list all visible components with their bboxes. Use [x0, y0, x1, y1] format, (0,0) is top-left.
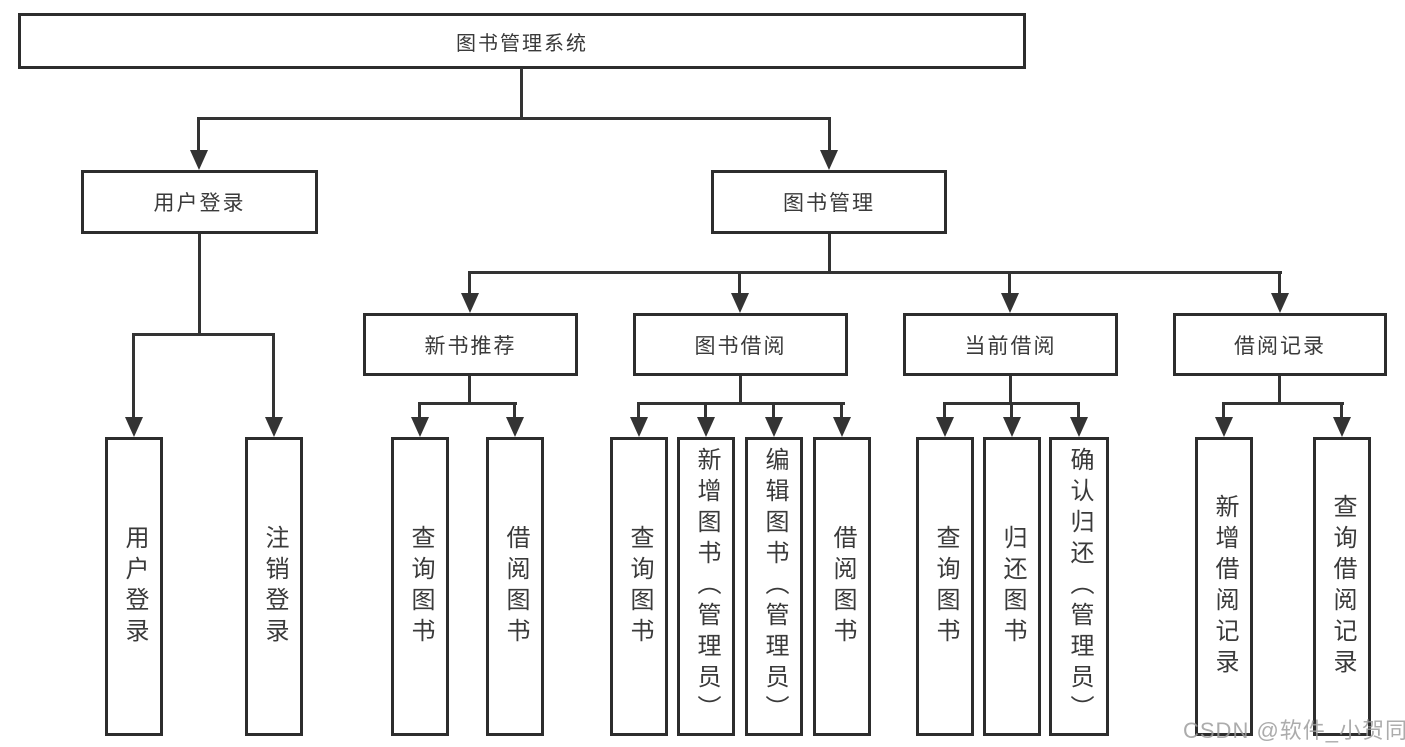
leaf-label: 借阅图书	[829, 524, 856, 649]
node-user-login: 用户登录	[81, 170, 318, 234]
connector-line	[272, 333, 275, 417]
arrow-down-icon	[1070, 417, 1088, 437]
leaf-label: 查询图书	[932, 524, 959, 649]
leaf-label: 确认归还（管理员）	[1066, 447, 1093, 726]
leaf-recommend-borrow-book: 借阅图书	[486, 437, 544, 736]
leaf-current-return-book: 归还图书	[983, 437, 1041, 736]
node-label: 用户登录	[153, 192, 246, 215]
connector-line	[197, 117, 200, 153]
arrow-down-icon	[697, 417, 715, 437]
leaf-label: 查询图书	[407, 524, 434, 649]
arrow-down-icon	[936, 417, 954, 437]
leaf-label: 注销登录	[261, 524, 288, 649]
connector-line	[198, 234, 201, 335]
arrow-down-icon	[820, 150, 838, 170]
connector-line	[772, 402, 775, 417]
node-label: 图书管理系统	[456, 32, 588, 55]
arrow-down-icon	[630, 417, 648, 437]
connector-line	[739, 376, 742, 404]
node-label: 新书推荐	[424, 334, 517, 358]
arrow-down-icon	[1271, 293, 1289, 313]
node-label: 当前借阅	[964, 334, 1057, 358]
leaf-records-query-record: 查询借阅记录	[1313, 437, 1371, 736]
leaf-borrow-query-book: 查询图书	[610, 437, 668, 736]
connector-line	[1222, 402, 1344, 405]
csdn-watermark: CSDN @软件_小贺同学	[1183, 718, 1405, 743]
connector-line	[738, 271, 741, 295]
connector-line	[513, 402, 516, 417]
node-label: 借阅记录	[1234, 334, 1326, 358]
leaf-label: 查询借阅记录	[1329, 493, 1356, 680]
connector-line	[468, 376, 471, 404]
connector-line	[132, 333, 135, 417]
arrow-down-icon	[765, 417, 783, 437]
leaf-logout: 注销登录	[245, 437, 303, 736]
arrow-down-icon	[1001, 293, 1019, 313]
leaf-current-query-book: 查询图书	[916, 437, 974, 736]
leaf-label: 新增图书（管理员）	[693, 447, 720, 726]
connector-line	[132, 333, 275, 336]
connector-line	[418, 402, 421, 417]
leaf-borrow-edit-book-admin: 编辑图书（管理员）	[745, 437, 803, 736]
connector-line	[1278, 376, 1281, 404]
connector-line	[1340, 402, 1343, 417]
connector-line	[1010, 402, 1013, 417]
leaf-recommend-query-book: 查询图书	[391, 437, 449, 736]
node-book-management: 图书管理	[711, 170, 947, 234]
node-borrow-records: 借阅记录	[1173, 313, 1387, 376]
leaf-label: 归还图书	[999, 524, 1026, 649]
arrow-down-icon	[190, 150, 208, 170]
connector-line	[704, 402, 707, 417]
node-current-borrow: 当前借阅	[903, 313, 1118, 376]
leaf-label: 用户登录	[121, 524, 148, 649]
node-new-book-recommend: 新书推荐	[363, 313, 578, 376]
leaf-current-confirm-return-admin: 确认归还（管理员）	[1049, 437, 1109, 736]
connector-line	[468, 271, 1282, 274]
connector-line	[1077, 402, 1080, 417]
connector-line	[637, 402, 845, 405]
arrow-down-icon	[731, 293, 749, 313]
arrow-down-icon	[1333, 417, 1351, 437]
connector-line	[828, 117, 831, 153]
arrow-down-icon	[265, 417, 283, 437]
leaf-borrow-add-book-admin: 新增图书（管理员）	[677, 437, 735, 736]
connector-line	[197, 117, 831, 120]
arrow-down-icon	[461, 293, 479, 313]
connector-line	[520, 68, 523, 118]
connector-line	[1278, 271, 1281, 295]
connector-line	[1009, 376, 1012, 404]
leaf-label: 编辑图书（管理员）	[761, 447, 788, 726]
connector-line	[418, 402, 517, 405]
leaf-label: 借阅图书	[502, 524, 529, 649]
arrow-down-icon	[411, 417, 429, 437]
connector-line	[1222, 402, 1225, 417]
node-label: 图书借阅	[694, 334, 787, 358]
arrow-down-icon	[125, 417, 143, 437]
connector-line	[1008, 271, 1011, 295]
node-label: 图书管理	[783, 192, 875, 215]
arrow-down-icon	[506, 417, 524, 437]
leaf-borrow-borrow-book: 借阅图书	[813, 437, 871, 736]
connector-line	[637, 402, 640, 417]
node-book-borrow: 图书借阅	[633, 313, 848, 376]
connector-line	[943, 402, 946, 417]
connector-line	[828, 234, 831, 273]
node-library-management-system: 图书管理系统	[18, 13, 1026, 69]
leaf-label: 新增借阅记录	[1211, 493, 1238, 680]
arrow-down-icon	[1003, 417, 1021, 437]
leaf-user-login: 用户登录	[105, 437, 163, 736]
leaf-label: 查询图书	[626, 524, 653, 649]
arrow-down-icon	[1215, 417, 1233, 437]
leaf-records-add-record: 新增借阅记录	[1195, 437, 1253, 736]
arrow-down-icon	[833, 417, 851, 437]
connector-line	[468, 271, 471, 295]
connector-line	[840, 402, 843, 417]
